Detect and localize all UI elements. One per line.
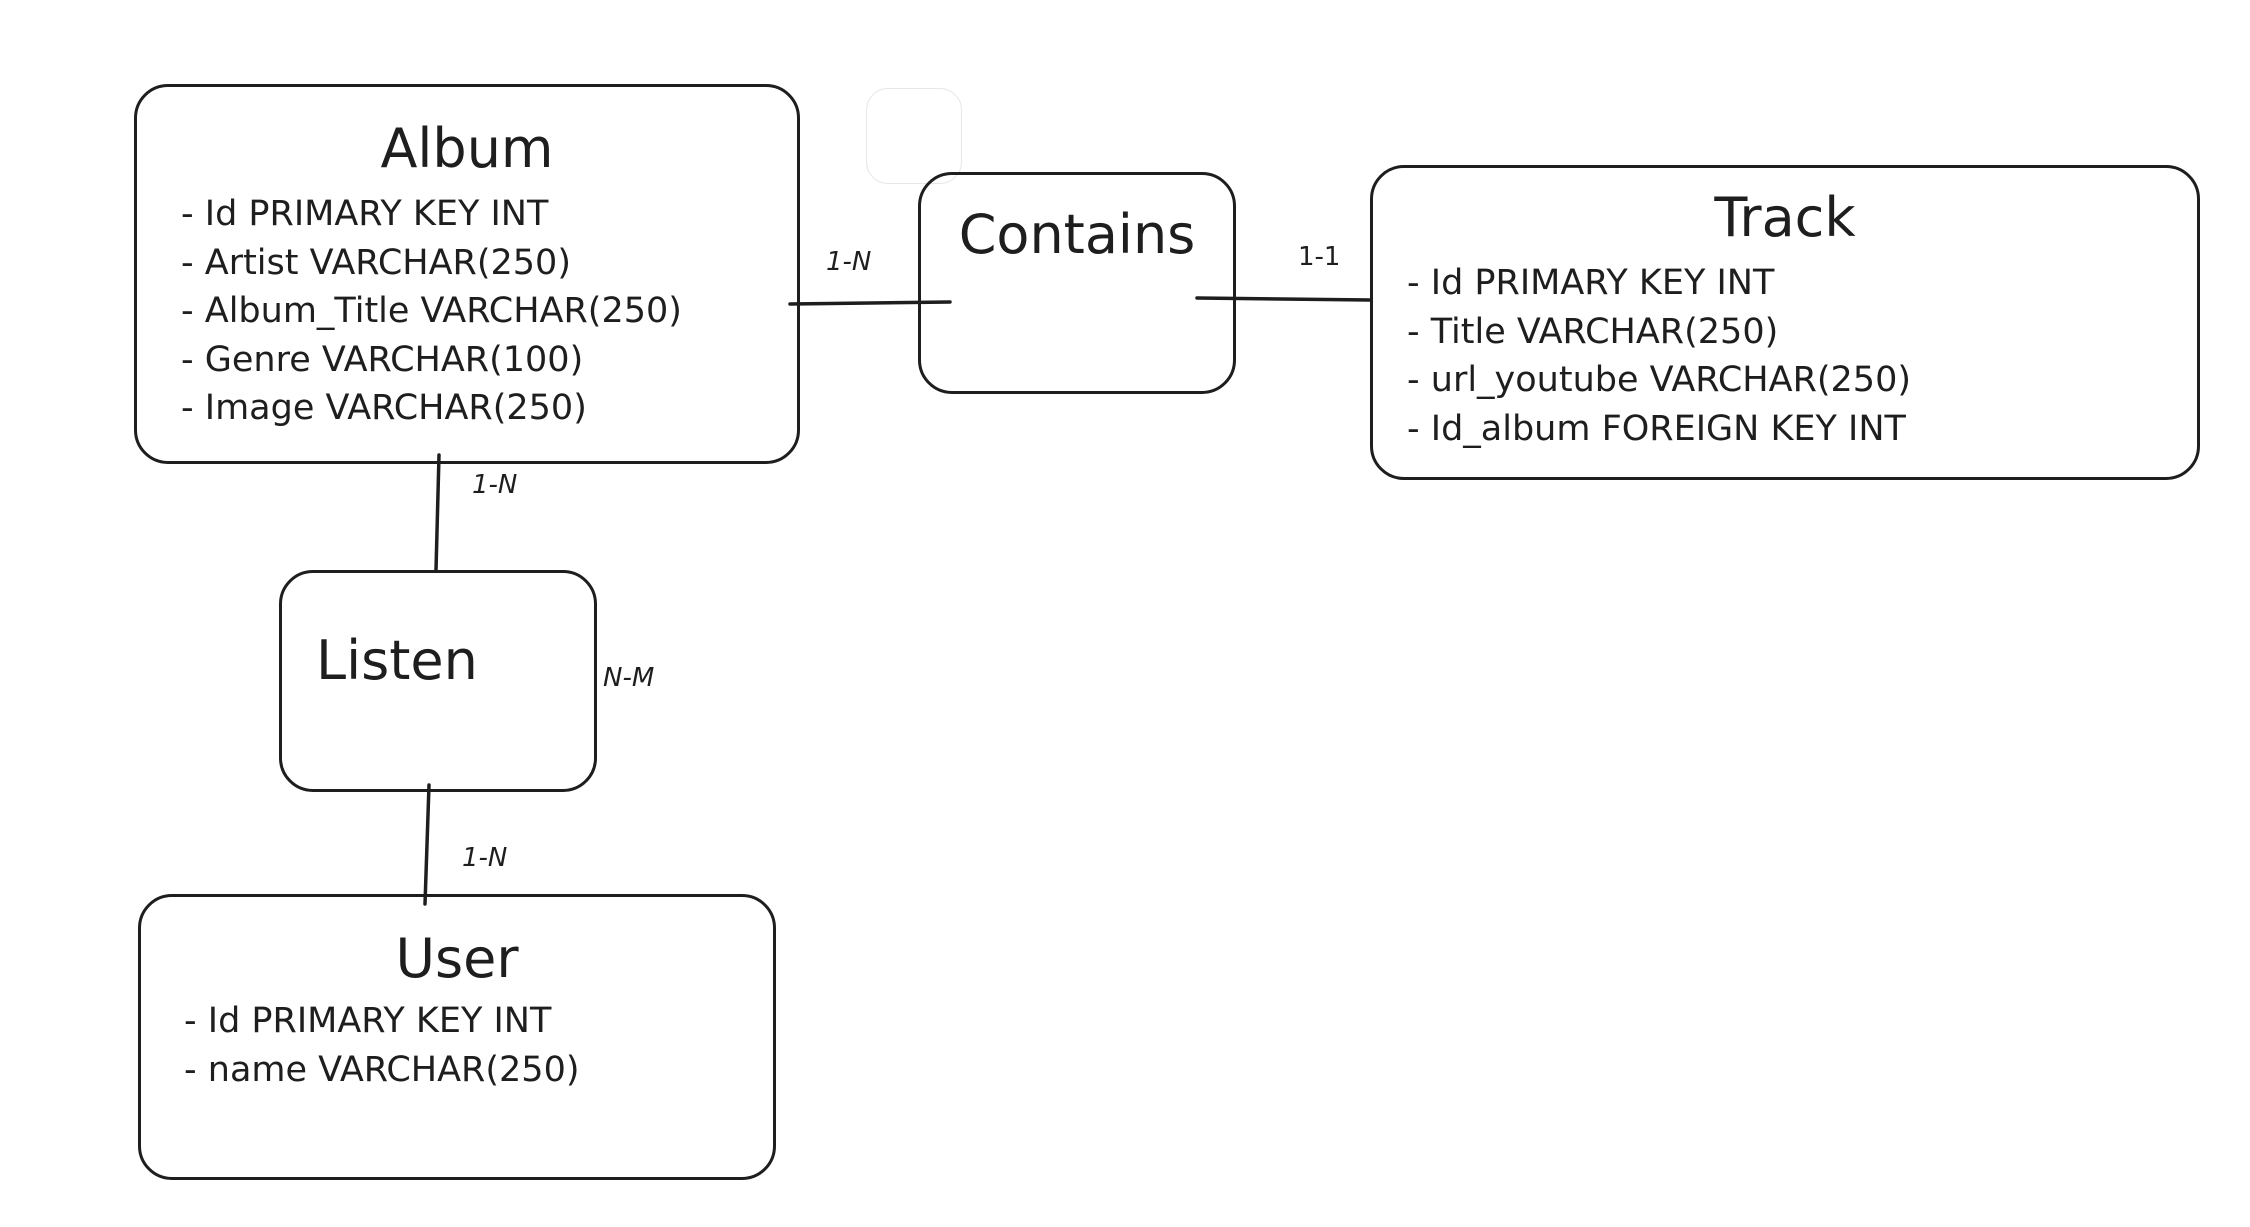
entity-user-fields: - Id PRIMARY KEY INT - name VARCHAR(250) bbox=[184, 997, 580, 1094]
cardinality-album-contains: 1-N bbox=[826, 247, 872, 277]
entity-album[interactable]: Album - Id PRIMARY KEY INT - Artist VARC… bbox=[134, 84, 800, 464]
album-field-image: - Image VARCHAR(250) bbox=[181, 388, 587, 428]
entity-album-fields: - Id PRIMARY KEY INT - Artist VARCHAR(25… bbox=[181, 190, 682, 433]
entity-user-title: User bbox=[395, 927, 519, 990]
album-field-id: - Id PRIMARY KEY INT bbox=[181, 194, 549, 234]
relationship-contains[interactable]: Contains bbox=[918, 172, 1236, 394]
relationship-listen[interactable]: Listen bbox=[279, 570, 597, 792]
edge-album-listen bbox=[434, 453, 441, 572]
entity-track[interactable]: Track - Id PRIMARY KEY INT - Title VARCH… bbox=[1370, 165, 2200, 480]
track-field-title: - Title VARCHAR(250) bbox=[1407, 311, 1779, 352]
user-field-id: - Id PRIMARY KEY INT bbox=[184, 1001, 552, 1041]
track-field-url-youtube: - url_youtube VARCHAR(250) bbox=[1407, 360, 1911, 400]
faint-placeholder-shape bbox=[866, 88, 962, 184]
album-field-artist: - Artist VARCHAR(250) bbox=[181, 242, 571, 283]
relationship-listen-title: Listen bbox=[316, 629, 478, 692]
edge-album-contains bbox=[788, 300, 952, 306]
entity-album-title: Album bbox=[380, 117, 554, 180]
album-field-album-title: - Album_Title VARCHAR(250) bbox=[181, 291, 682, 331]
track-field-id-album: - Id_album FOREIGN KEY INT bbox=[1407, 408, 1906, 449]
user-field-name: - name VARCHAR(250) bbox=[184, 1049, 580, 1090]
edge-contains-track bbox=[1195, 296, 1372, 302]
relationship-contains-title: Contains bbox=[958, 203, 1196, 266]
cardinality-album-listen: 1-N bbox=[472, 470, 518, 500]
cardinality-listen-user: 1-N bbox=[462, 843, 508, 873]
album-field-genre: - Genre VARCHAR(100) bbox=[181, 339, 584, 380]
cardinality-listen-side: N-M bbox=[603, 663, 655, 693]
edge-listen-user bbox=[423, 783, 431, 906]
entity-user[interactable]: User - Id PRIMARY KEY INT - name VARCHAR… bbox=[138, 894, 776, 1180]
entity-track-fields: - Id PRIMARY KEY INT - Title VARCHAR(250… bbox=[1407, 259, 1911, 453]
track-field-id: - Id PRIMARY KEY INT bbox=[1407, 263, 1775, 303]
entity-track-title: Track bbox=[1714, 186, 1856, 249]
cardinality-contains-track: 1-1 bbox=[1298, 242, 1341, 272]
